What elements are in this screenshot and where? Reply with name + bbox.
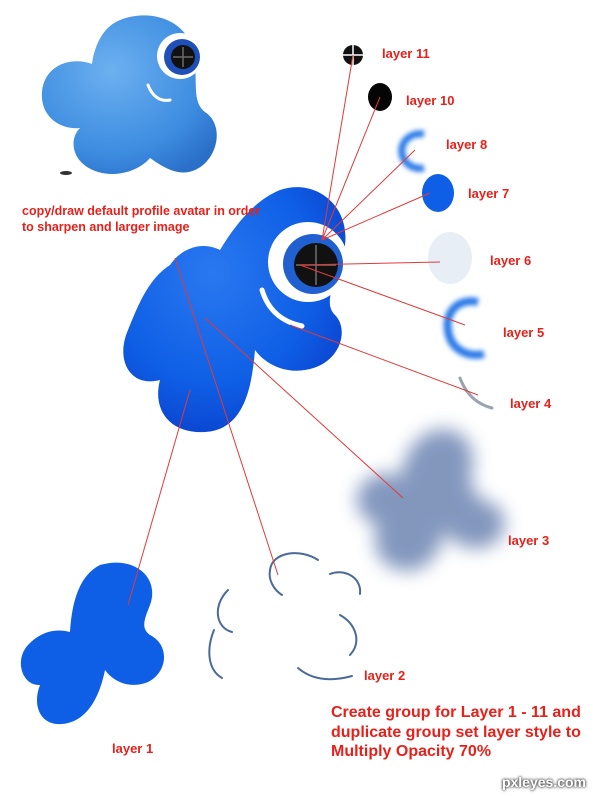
layer-7-piece [422,174,454,212]
layer-3-piece [357,429,505,571]
reference-avatar [42,15,217,175]
label-layer-1: layer 1 [112,741,153,756]
layer-1-piece [21,563,164,725]
layer-6-piece [428,232,472,284]
layer-5-piece [448,301,484,355]
label-layer-8: layer 8 [446,137,487,152]
label-layer-2: layer 2 [364,668,405,683]
layer-4-piece [460,378,492,408]
layer-2-piece [209,553,360,679]
reference-avatar-shadow [60,171,72,175]
watermark: pxleyes.com [502,774,586,790]
label-layer-6: layer 6 [490,253,531,268]
top-annotation: copy/draw default profile avatar in orde… [22,203,262,235]
label-layer-7: layer 7 [468,186,509,201]
label-layer-10: layer 10 [406,93,454,108]
bottom-annotation: Create group for Layer 1 - 11 and duplic… [331,703,600,762]
label-layer-3: layer 3 [508,533,549,548]
label-layer-5: layer 5 [503,325,544,340]
layer-8-piece [402,134,424,169]
label-layer-4: layer 4 [510,396,551,411]
label-layer-11: layer 11 [382,46,430,61]
